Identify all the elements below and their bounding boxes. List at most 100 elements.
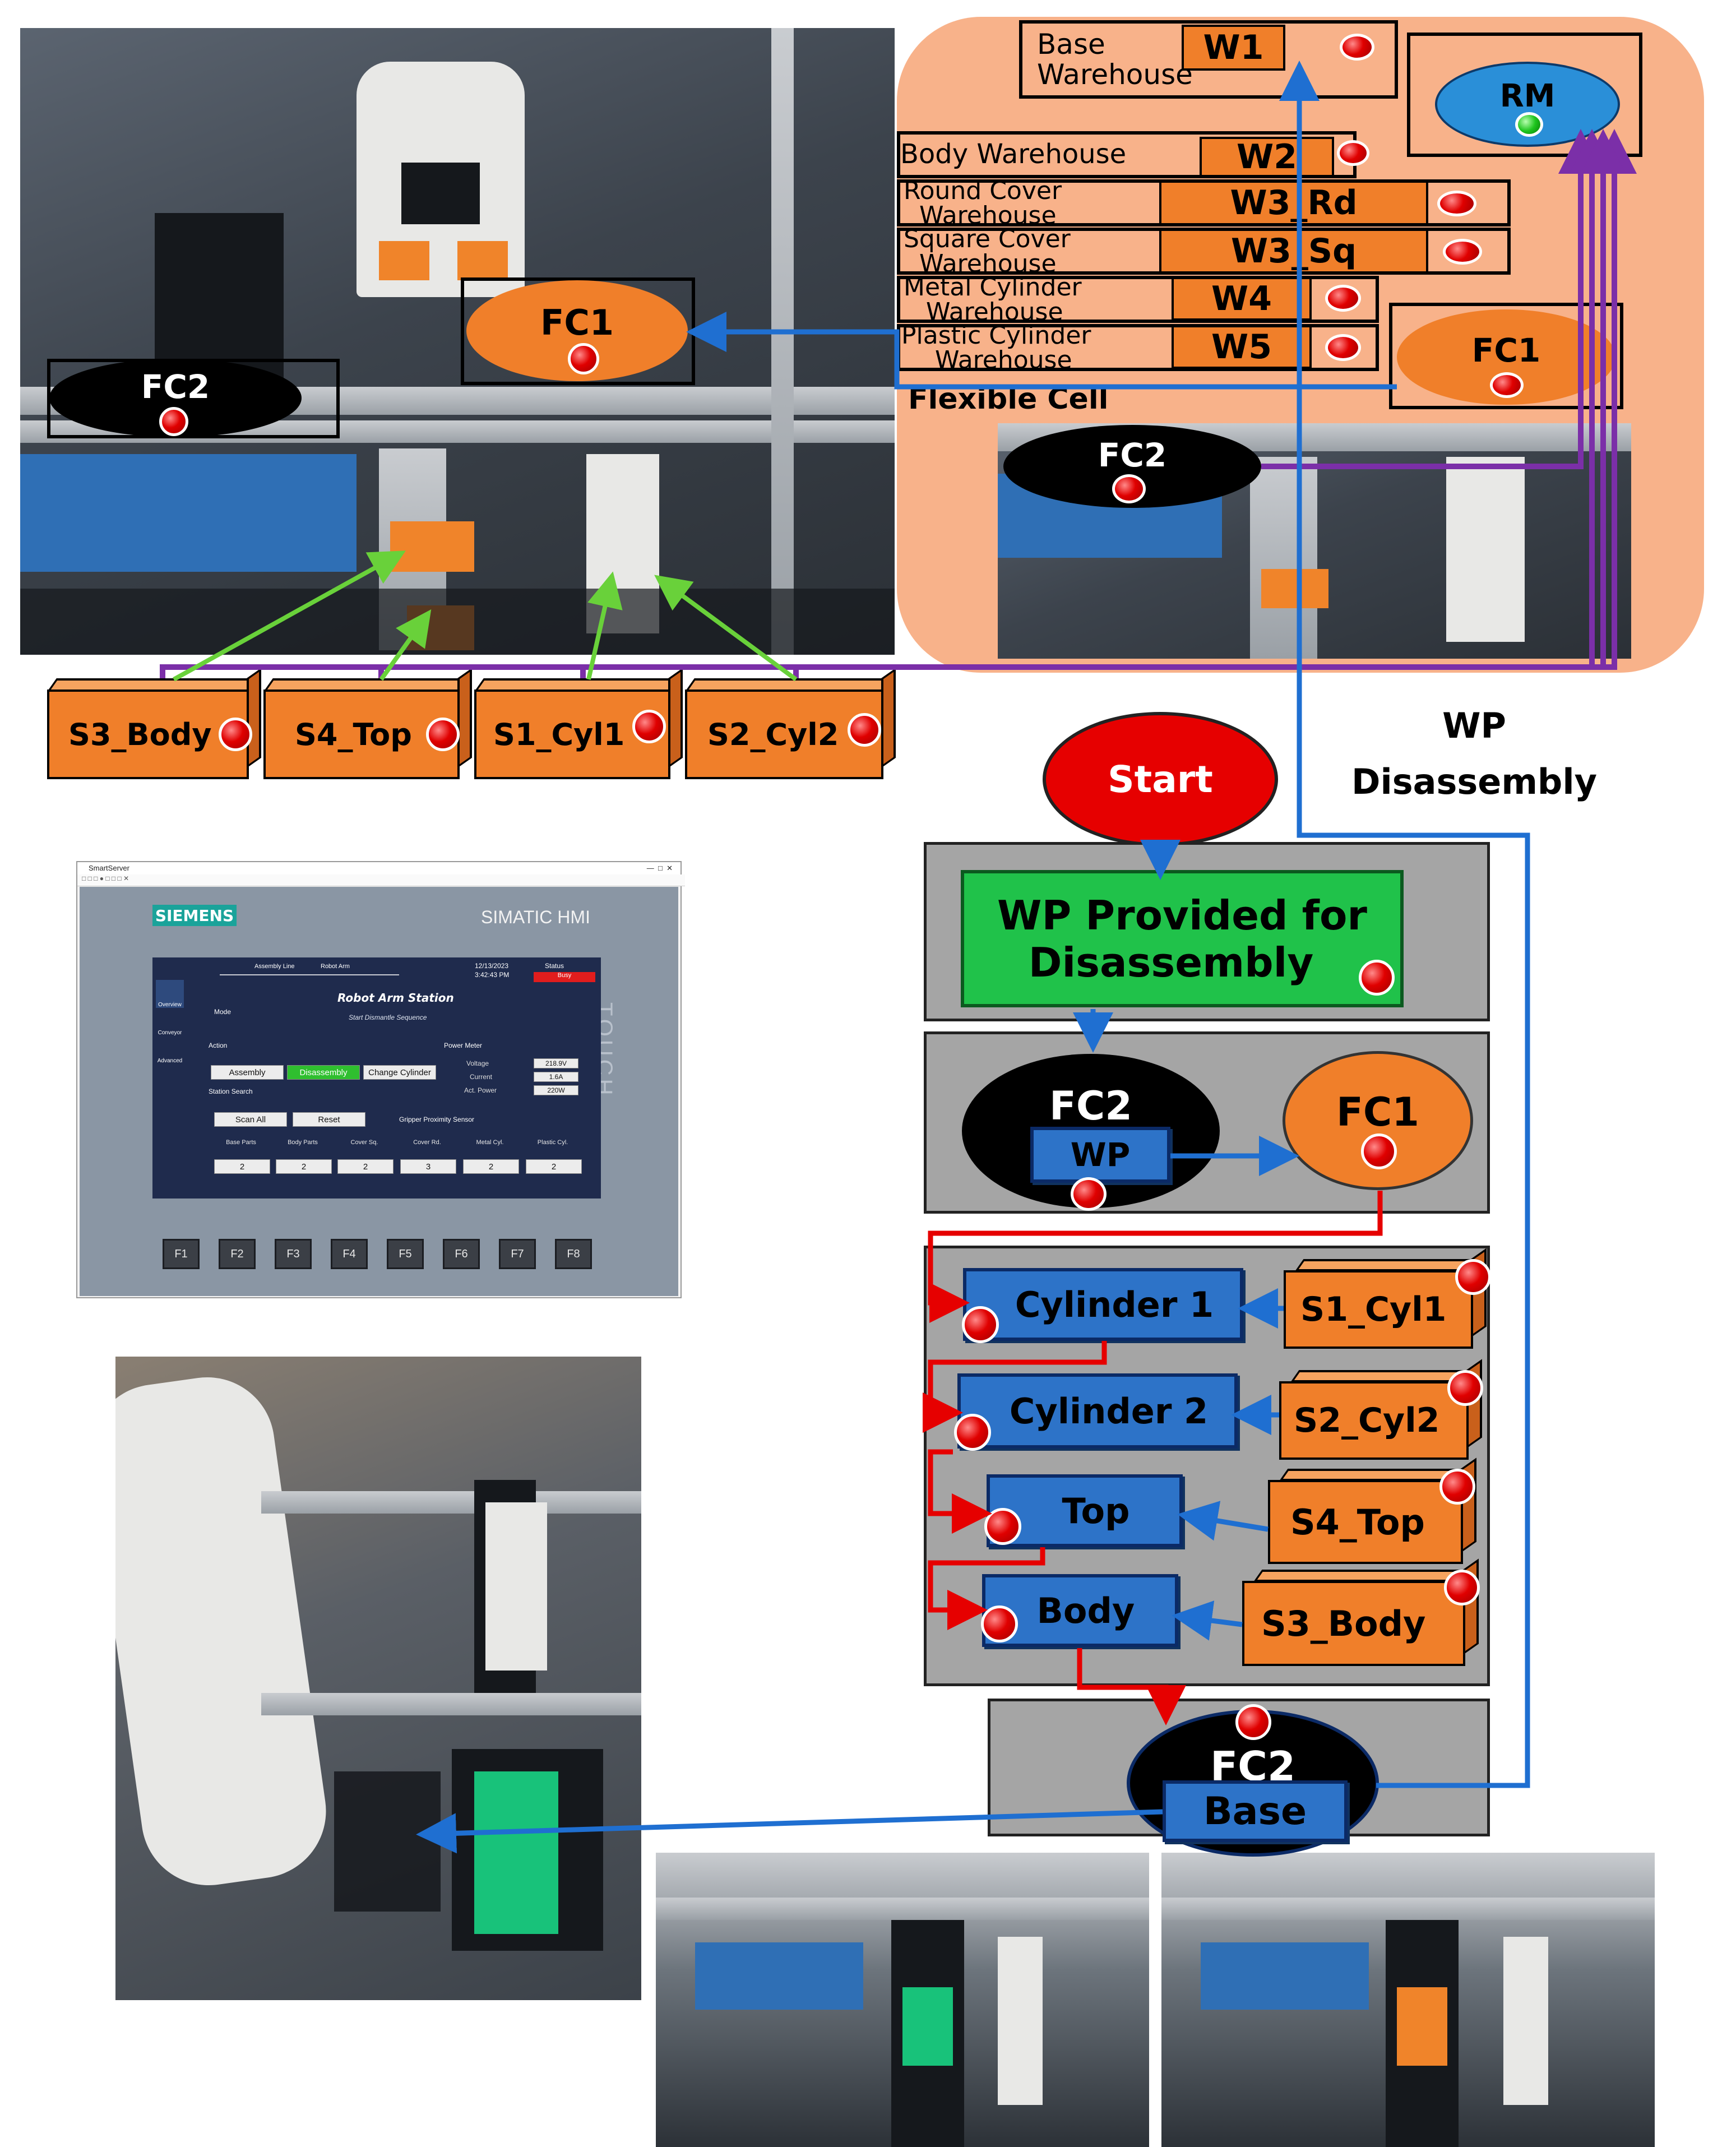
warehouse-w5-id: W5	[1172, 325, 1312, 369]
step-cylinder-1-led	[962, 1306, 999, 1343]
step-cylinder-1: Cylinder 1	[963, 1268, 1243, 1341]
sensor-cube-s2-cyl2: S2_Cyl2	[685, 668, 896, 779]
hmi-fkey-f6[interactable]: F6	[443, 1239, 480, 1269]
rm-led	[1515, 112, 1543, 137]
sensor-cube-s4-top: S4_Top	[263, 668, 472, 779]
step-top: Top	[987, 1474, 1183, 1547]
hmi-station-search-label: Station Search	[209, 1088, 253, 1095]
fc1-label: FC1	[540, 302, 614, 343]
wp-provided-led	[1359, 960, 1395, 996]
step-body-led	[981, 1605, 1018, 1642]
hmi-sidebar-overview[interactable]: Overview	[156, 980, 184, 1008]
workcell-photo-top	[20, 28, 895, 655]
flow-fc2-label: FC2	[1049, 1082, 1132, 1129]
hmi-fkey-f2[interactable]: F2	[219, 1239, 256, 1269]
fc1-led	[568, 343, 599, 374]
hmi-nav-assembly-line[interactable]: Assembly Line	[254, 963, 295, 970]
hmi-power-label: Power Meter	[444, 1042, 483, 1049]
hmi-fkey-f3[interactable]: F3	[275, 1239, 312, 1269]
robot-arm-photo	[115, 1357, 641, 2000]
hmi-scan-all-button[interactable]: Scan All	[214, 1112, 287, 1127]
hmi-fkey-f5[interactable]: F5	[387, 1239, 424, 1269]
wp-provided-node: WP Provided for Disassembly	[961, 870, 1404, 1007]
hmi-nav-track	[220, 974, 399, 975]
flow-end-led	[1235, 1704, 1271, 1740]
warehouse-w1-id: W1	[1182, 25, 1285, 71]
hmi-status-value: Busy	[534, 972, 595, 982]
sensor-s2-cyl2-cube: S2_Cyl2	[1279, 1359, 1485, 1460]
hmi-power-voltage-name: Voltage	[466, 1059, 489, 1067]
hmi-disassembly-button[interactable]: Disassembly	[287, 1065, 360, 1080]
warehouse-w4-id: W4	[1172, 277, 1312, 321]
hmi-sidebar-advanced[interactable]: Advanced	[157, 1058, 183, 1064]
hmi-power-current-name: Current	[470, 1073, 493, 1081]
warehouse-w4-led	[1325, 285, 1361, 312]
hmi-power-current-value: 1.6A	[534, 1072, 578, 1082]
warehouse-w1-led	[1340, 34, 1374, 61]
hmi-power-voltage-value: 218.9V	[534, 1058, 578, 1068]
step-cylinder-2: Cylinder 2	[957, 1373, 1238, 1449]
sensor-cube-s3-body: S3_Body	[47, 668, 261, 779]
hmi-power-act-value: 220W	[534, 1085, 578, 1095]
hmi-toolbar: □ □ □ ● □ □ □ ✕	[77, 874, 685, 886]
warehouse-w1-name1: Base	[1037, 28, 1105, 61]
sensor-s3-body-cube: S3_Body	[1242, 1558, 1482, 1666]
fc2-label: FC2	[141, 368, 210, 406]
sensor-s4-top-flow-label: S4_Top	[1290, 1501, 1425, 1543]
hmi-sidebar-conveyor[interactable]: Conveyor	[158, 1030, 182, 1036]
hmi-window-title: SmartServer	[89, 864, 129, 872]
sensor-s4-top-cube: S4_Top	[1268, 1457, 1480, 1564]
warehouse-w1-name2: Warehouse	[1037, 58, 1193, 91]
warehouse-w4-name1: Metal Cylinder	[904, 273, 1082, 302]
station-photo-2	[1161, 1853, 1655, 2147]
start-node: Start	[1043, 712, 1278, 846]
flow-fc2-led	[1071, 1177, 1107, 1211]
hmi-titlebar: SmartServer — □ ✕	[77, 862, 680, 874]
hmi-power-act-name: Act. Power	[464, 1086, 497, 1094]
hmi-window: SmartServer — □ ✕ □ □ □ ● □ □ □ ✕ SIEMEN…	[76, 861, 685, 1298]
hmi-action-label: Action	[209, 1042, 228, 1049]
hmi-part-count: 3	[400, 1159, 456, 1174]
window-controls: — □ ✕	[646, 864, 673, 872]
sensor-s1-cyl1-label: S1_Cyl1	[493, 716, 625, 752]
flowchart-title-line1: WP	[1442, 705, 1506, 746]
sensor-s2-cyl2-label: S2_Cyl2	[707, 716, 839, 752]
warehouse-w2-name: Body Warehouse	[900, 138, 1127, 170]
hmi-sensor-label: Gripper Proximity Sensor	[399, 1116, 475, 1123]
hmi-part-name: Base Parts	[226, 1139, 256, 1146]
warehouse-w3rd-led	[1437, 191, 1476, 216]
start-label: Start	[1108, 757, 1213, 801]
hmi-reset-button[interactable]: Reset	[293, 1112, 365, 1127]
hmi-part-count: 2	[214, 1159, 270, 1174]
warehouse-w3rd-id: W3_Rd	[1159, 181, 1428, 225]
hmi-part-count: 2	[463, 1159, 519, 1174]
cell-fc2-led	[1112, 474, 1146, 503]
flow-wp-node: WP	[1030, 1127, 1170, 1183]
hmi-part-count: 2	[337, 1159, 394, 1174]
sensor-s3-body-flow-label: S3_Body	[1261, 1603, 1426, 1644]
warehouse-w2-led	[1337, 140, 1369, 166]
flowchart-title-line2: Disassembly	[1351, 761, 1597, 802]
warehouse-w3sq-name1: Square Cover	[904, 225, 1071, 253]
hmi-part-count: 2	[276, 1159, 332, 1174]
hmi-fkey-f8[interactable]: F8	[555, 1239, 592, 1269]
hmi-assembly-button[interactable]: Assembly	[211, 1065, 284, 1080]
hmi-fkey-f7[interactable]: F7	[499, 1239, 536, 1269]
hmi-change-cylinder-button[interactable]: Change Cylinder	[363, 1065, 436, 1080]
hmi-mode-label: Mode	[214, 1008, 232, 1016]
hmi-fkey-f1[interactable]: F1	[163, 1239, 200, 1269]
warehouse-w5-name2: Warehouse	[935, 346, 1072, 374]
hmi-nav-robot-arm[interactable]: Robot Arm	[321, 963, 350, 970]
warehouse-w5-name1: Plastic Cylinder	[901, 321, 1091, 350]
hmi-status-label: Status	[545, 962, 564, 970]
flow-fc1-label: FC1	[1336, 1089, 1419, 1135]
hmi-parts-row: Base Parts Body Parts Cover Sq. Cover Rd…	[209, 1139, 590, 1162]
hmi-fkey-f4[interactable]: F4	[331, 1239, 368, 1269]
flow-fc1-led	[1361, 1133, 1397, 1169]
hmi-product: SIMATIC HMI	[481, 907, 590, 927]
hmi-station-title: Robot Arm Station	[337, 991, 454, 1005]
cell-fc2-label: FC2	[1098, 436, 1167, 474]
warehouse-w2-id: W2	[1200, 137, 1334, 177]
hmi-part-name: Cover Sq.	[350, 1139, 378, 1146]
hmi-part-count: 2	[526, 1159, 582, 1174]
